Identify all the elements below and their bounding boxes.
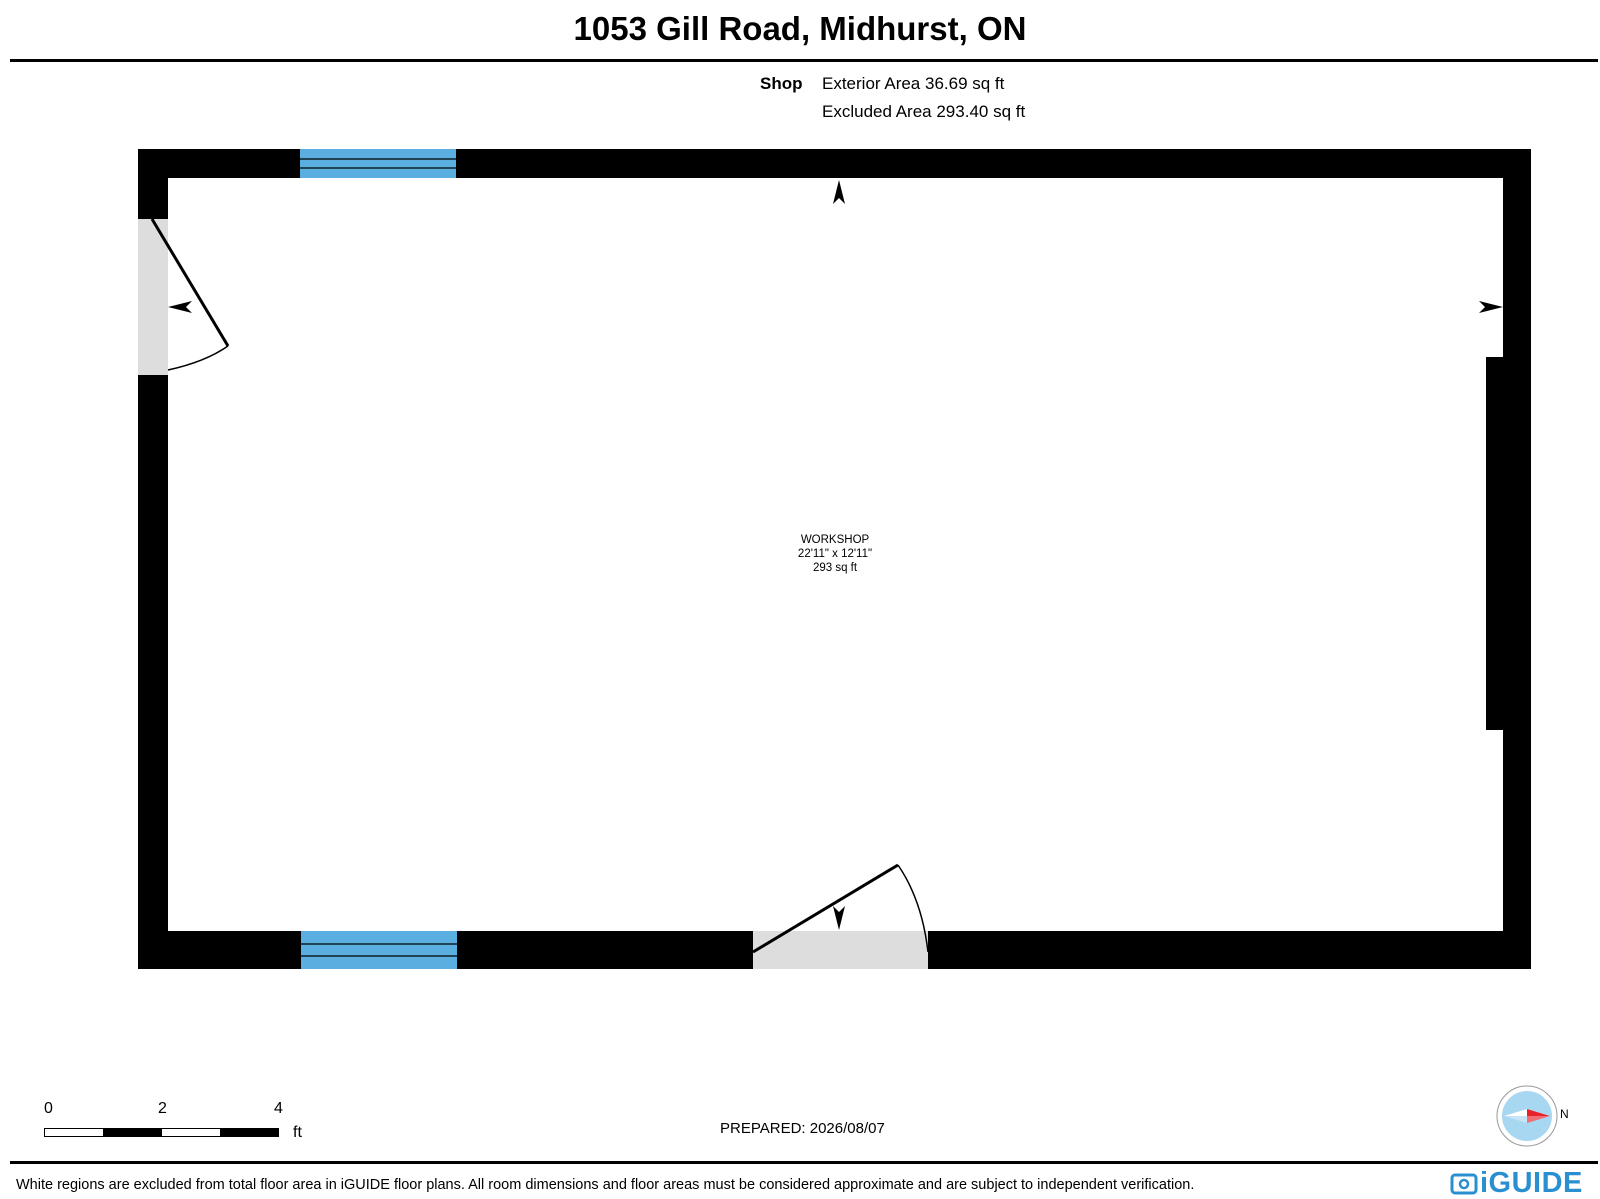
logo-text: iGUIDE: [1480, 1167, 1583, 1199]
scale-tick-label: 4: [274, 1100, 283, 1117]
room-label: WORKSHOP 22'11" x 12'11" 293 sq ft: [735, 533, 935, 575]
wall-right: [1503, 149, 1531, 969]
room-name: WORKSHOP: [800, 534, 870, 546]
footer-divider: [10, 1161, 1598, 1164]
disclaimer: White regions are excluded from total fl…: [16, 1177, 1195, 1193]
arrow-left-icon: [168, 301, 192, 313]
wall-left-lower: [138, 375, 168, 969]
window-bottom: [301, 931, 457, 969]
door-opening-bottom: [753, 931, 928, 969]
door-opening-left: [138, 219, 168, 375]
scale-unit: ft: [293, 1124, 302, 1141]
room-area: 293 sq ft: [812, 562, 858, 574]
wall-right-inner: [1486, 357, 1506, 730]
arrow-right-icon: [1479, 301, 1503, 313]
room-dimensions: 22'11" x 12'11": [797, 548, 873, 560]
prepared-date: PREPARED: 2026/08/07: [720, 1120, 885, 1137]
scale-bar-graphic: [44, 1128, 279, 1137]
compass-icon: [1496, 1085, 1558, 1147]
scale-tick-label: 0: [44, 1100, 53, 1117]
scale-tick-label: 2: [158, 1100, 167, 1117]
compass-north-label: N: [1560, 1107, 1569, 1121]
iguide-logo: iGUIDE: [1450, 1168, 1583, 1198]
wall-left-upper: [138, 149, 168, 219]
area-summary-label: Shop: [760, 74, 803, 93]
compass: N: [1496, 1085, 1576, 1160]
camera-icon: [1450, 1173, 1478, 1195]
door-swing-bottom: [752, 863, 929, 954]
page-title: 1053 Gill Road, Midhurst, ON: [573, 10, 1027, 47]
header-divider: [10, 59, 1598, 62]
door-swing-left: [150, 218, 230, 371]
excluded-area: Excluded Area 293.40 sq ft: [822, 102, 1026, 121]
exterior-area: Exterior Area 36.69 sq ft: [822, 74, 1005, 93]
window-top: [300, 149, 456, 178]
arrow-down-icon: [833, 906, 845, 930]
wall-bottom-right: [928, 931, 1531, 969]
arrow-up-icon: [833, 180, 845, 204]
